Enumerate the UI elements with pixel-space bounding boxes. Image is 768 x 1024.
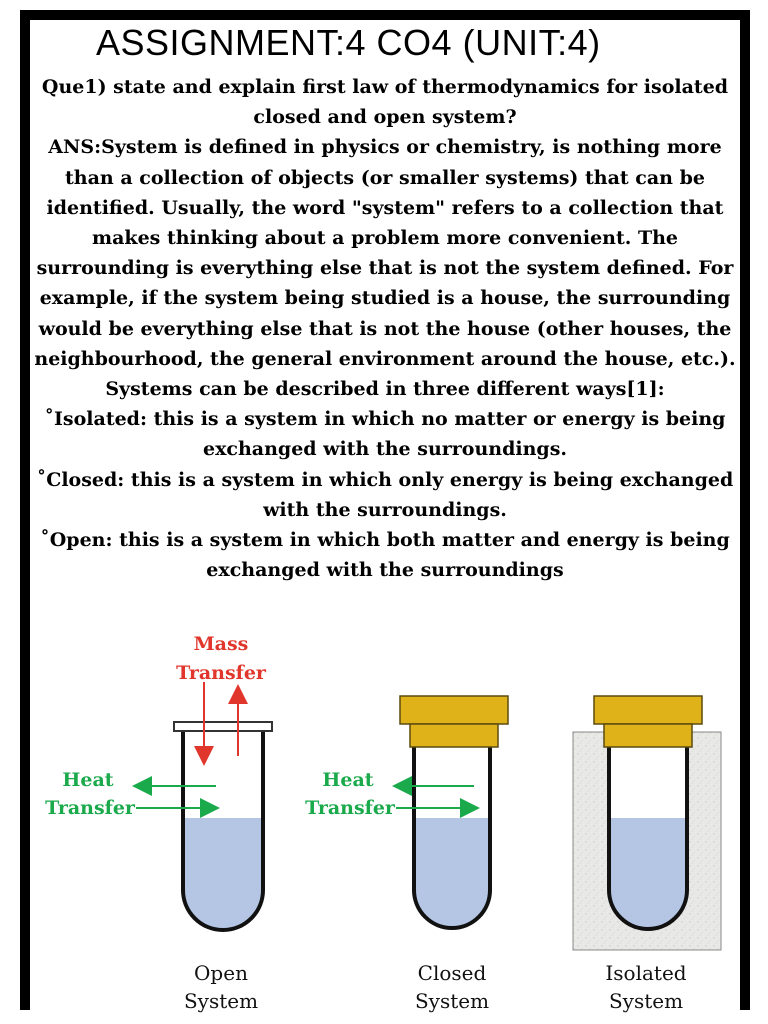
type-isolated: ˚Isolated: this is a system in which no …	[44, 408, 726, 461]
question-text: Que1) state and explain first law of the…	[41, 76, 729, 129]
thermo-systems-diagram: Mass Transfer Heat Transfer Heat Transfe…	[45, 633, 722, 1013]
isolated-system-tube	[572, 695, 722, 951]
open-system-caption: Open	[194, 961, 248, 985]
open-system-caption-2: System	[184, 989, 258, 1013]
type-open: ˚Open: this is a system in which both ma…	[40, 529, 730, 582]
closed-system-tube	[399, 695, 509, 930]
heat-transfer-open-label-2: Transfer	[45, 797, 136, 819]
open-system-tube	[173, 721, 273, 932]
frame-left-border	[20, 10, 30, 1010]
assignment-title: ASSIGNMENT:4 CO4 (UNIT:4)	[96, 22, 601, 63]
isolated-system-caption-2: System	[609, 989, 683, 1013]
answer-text: ANS:System is defined in physics or chem…	[34, 136, 736, 401]
frame-top-border	[28, 10, 750, 20]
mass-transfer-label-2: Transfer	[176, 662, 267, 684]
mass-transfer-label: Mass	[194, 633, 249, 655]
isolated-system-caption: Isolated	[605, 961, 686, 985]
body-text: Que1) state and explain first law of the…	[30, 72, 740, 585]
heat-transfer-closed-label: Heat	[322, 769, 373, 791]
type-closed: ˚Closed: this is a system in which only …	[36, 468, 734, 521]
frame-right-border	[740, 10, 750, 1010]
heat-transfer-open-label: Heat	[62, 769, 113, 791]
heat-transfer-closed-label-2: Transfer	[305, 797, 396, 819]
closed-system-caption: Closed	[418, 961, 487, 985]
closed-system-caption-2: System	[415, 989, 489, 1013]
